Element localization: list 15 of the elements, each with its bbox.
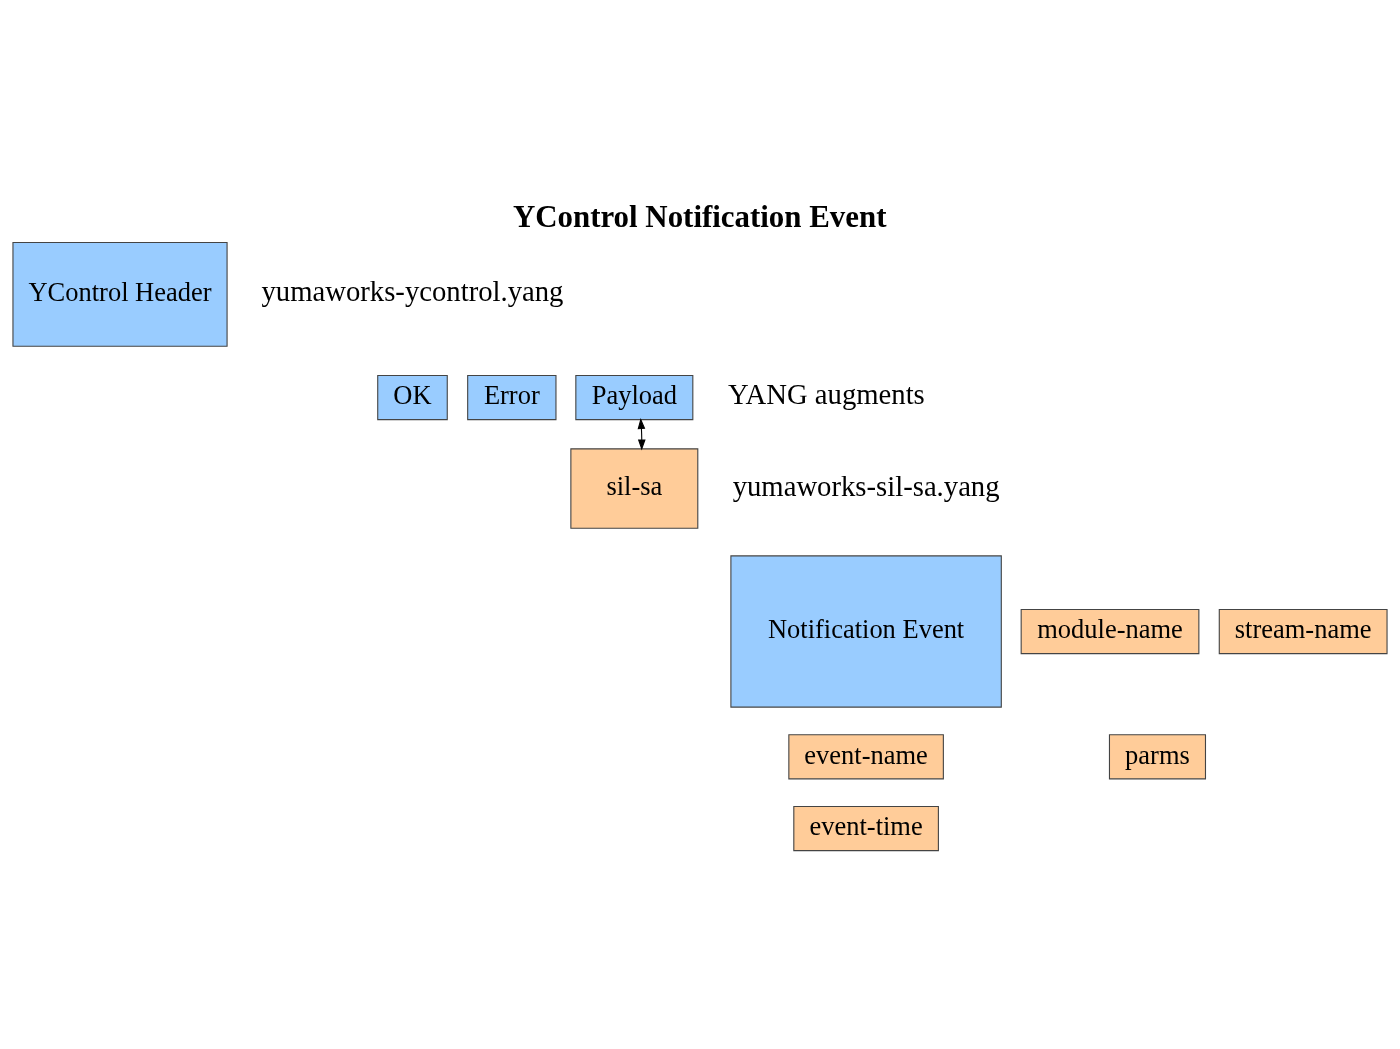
label: yumaworks-ycontrol.yang [261, 274, 564, 307]
node-box: OK [377, 374, 448, 420]
node-box: Error [467, 374, 557, 420]
node-box: module-name [1020, 608, 1200, 654]
label: yumaworks-sil-sa.yang [732, 469, 1000, 502]
node-box: event-time [793, 805, 939, 851]
node-box: Notification Event [730, 554, 1002, 708]
node-box: YControl Header [12, 241, 228, 347]
node-box: sil-sa [570, 447, 699, 529]
node-box: stream-name [1218, 608, 1388, 654]
diagram-title: YControl Notification Event [512, 198, 887, 234]
node-box: event-name [788, 733, 944, 779]
node-box: parms [1108, 733, 1207, 779]
label: YANG augments [727, 377, 925, 410]
node-box: Payload [575, 374, 694, 420]
